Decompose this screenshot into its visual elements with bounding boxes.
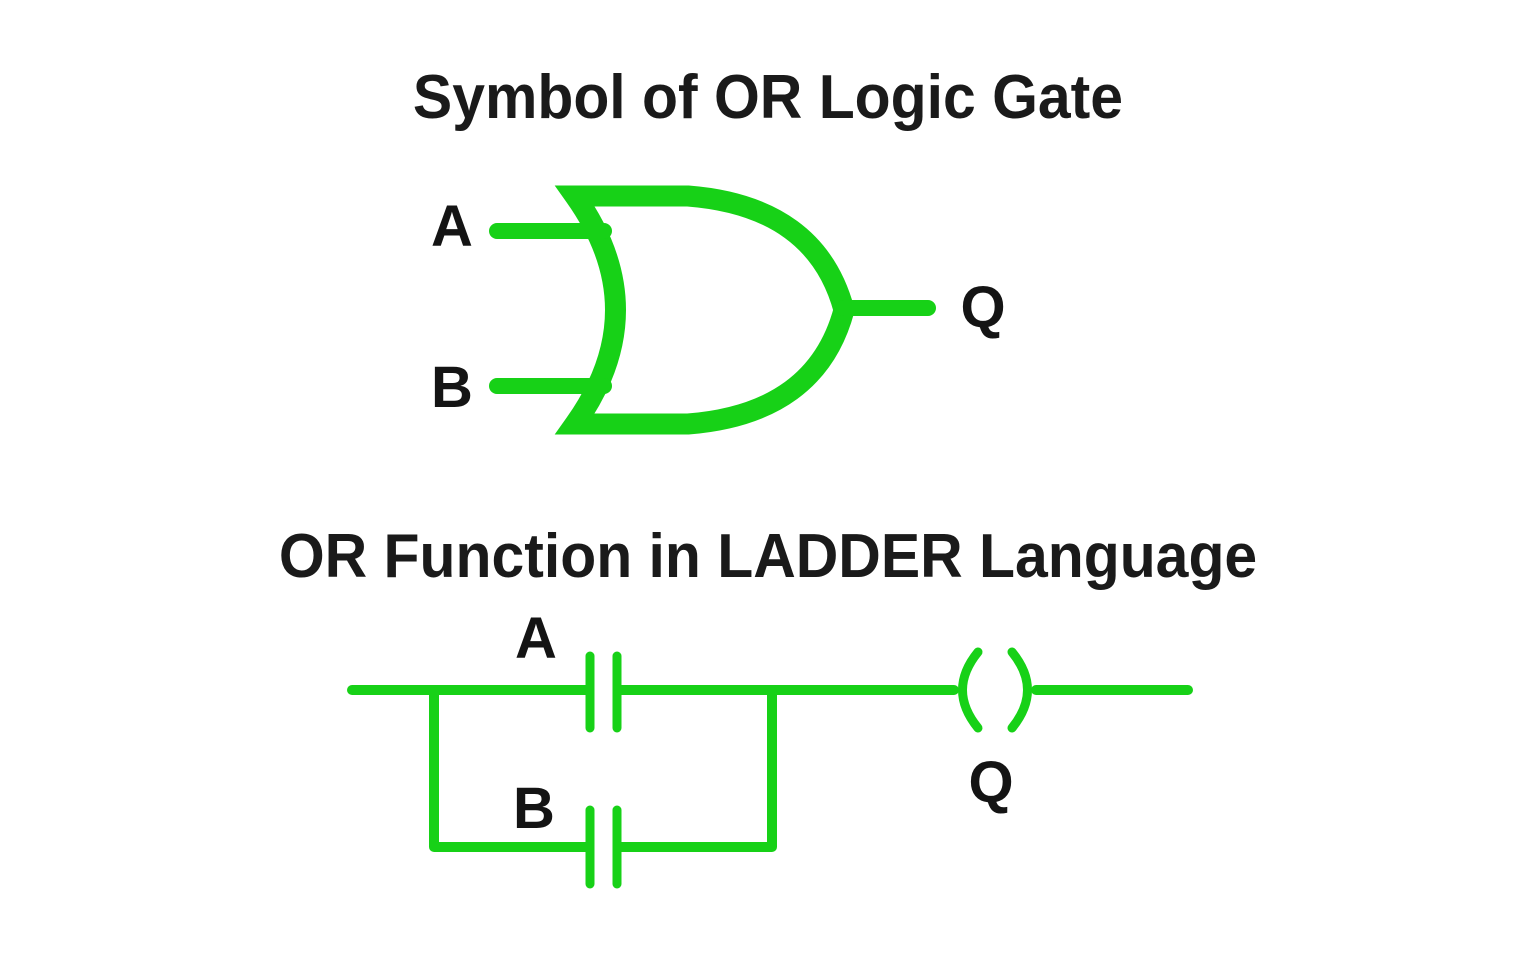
ladder-contact-a-label: A	[515, 606, 557, 671]
ladder-contact-b-label: B	[513, 776, 555, 841]
coil-left-arc	[958, 647, 983, 733]
gate-section-title: Symbol of OR Logic Gate	[412, 63, 1124, 132]
ladder-coil-label: Q	[968, 750, 1014, 815]
or-gate-outline	[554, 185, 855, 435]
coil-right-arc	[1007, 647, 1032, 733]
gate-input-b-label: B	[431, 355, 473, 420]
or-gate-symbol	[489, 185, 936, 435]
ladder-branch-down-wire	[429, 687, 591, 852]
ladder-branch-up-wire	[616, 687, 777, 852]
gate-input-a-label: A	[431, 194, 473, 259]
ladder-section-title: OR Function in LADDER Language	[278, 522, 1258, 591]
ladder-rung	[347, 647, 1193, 889]
gate-output-label: Q	[960, 275, 1006, 340]
